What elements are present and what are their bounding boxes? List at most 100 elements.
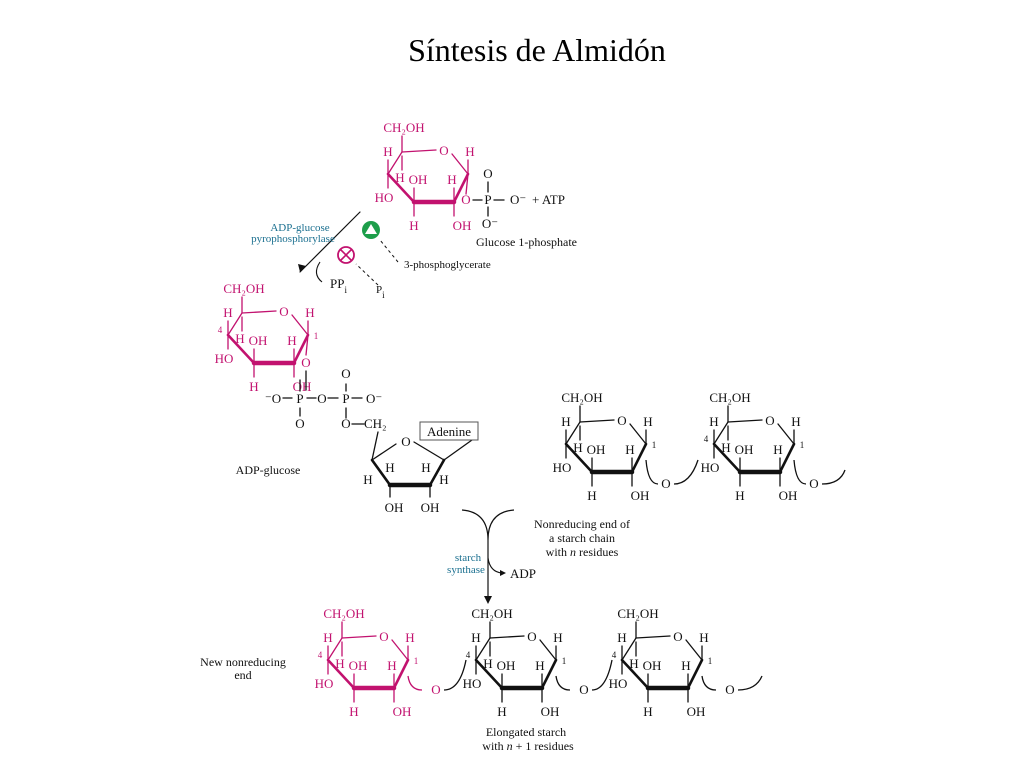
carbon-number: 4 <box>704 434 709 444</box>
bond-line <box>727 419 763 423</box>
atom-label: + ATP <box>532 192 565 207</box>
caption-part: P <box>376 284 382 296</box>
glycosidic-bond <box>407 675 423 691</box>
ch2oh-group: CH₂OH <box>561 390 602 405</box>
triangle-glyph <box>365 224 377 234</box>
chain-continuation <box>821 469 846 485</box>
bold-bond <box>370 458 392 487</box>
bond-line <box>635 635 671 639</box>
ring-oxygen: O <box>279 304 288 319</box>
atom-label: H <box>629 656 638 671</box>
enzyme-label: ADP-glucose <box>270 222 329 234</box>
bond-line <box>305 334 309 356</box>
atom-label: OH <box>249 333 268 348</box>
ch2oh-group: CH₂OH <box>323 606 364 621</box>
bold-bond <box>452 172 470 204</box>
ppi-release-arrow <box>315 261 323 283</box>
atom-label: H <box>625 442 634 457</box>
bold-bond <box>564 442 594 474</box>
carbon-number: 4 <box>318 650 323 660</box>
cross-glyph <box>340 249 352 261</box>
activator-label: 3-phosphoglycerate <box>404 259 491 271</box>
activation-dashed-arrow <box>379 239 399 263</box>
bond-line <box>777 423 795 445</box>
atom-label: O⁻ <box>366 391 382 406</box>
caption-part: with <box>482 739 506 753</box>
new-end-caption: end <box>234 668 251 682</box>
atom-label: H <box>223 305 232 320</box>
ring-oxygen: O <box>379 629 388 644</box>
adp-label: ADP <box>510 566 536 581</box>
phosphorus: P <box>296 391 303 406</box>
atom-label: HO <box>315 676 334 691</box>
glycosidic-bond <box>793 459 807 485</box>
bold-bond <box>392 658 410 690</box>
atom-label: O <box>341 416 350 431</box>
enzyme-label: pyrophosphorylase <box>251 233 335 245</box>
atom-label: OH <box>293 379 312 394</box>
glycosidic-oxygen: O <box>809 476 818 491</box>
atom-label: H <box>535 658 544 673</box>
ch2oh-group: CH₂OH <box>383 120 424 135</box>
arrowhead <box>484 596 492 604</box>
atom-label: H <box>643 414 652 429</box>
red-cross-circle-icon <box>337 246 355 264</box>
new-end-caption: New nonreducing <box>200 655 286 669</box>
atom-label: H <box>385 460 394 475</box>
atom-label: H <box>709 414 718 429</box>
caption-part: + 1 residues <box>513 739 574 753</box>
ch2oh-group: CH₂OH <box>471 606 512 621</box>
nonreducing-caption: a starch chain <box>549 531 615 545</box>
bond-line <box>443 439 473 461</box>
atom-label: OH <box>393 704 412 719</box>
adp-release-arrow <box>487 557 503 574</box>
bond-line <box>291 314 309 336</box>
atom-label: H <box>323 630 332 645</box>
atom-label: OH <box>687 704 706 719</box>
bold-bond <box>226 333 256 365</box>
carbon-number: 1 <box>708 656 713 666</box>
ch2oh-group: CH₂OH <box>709 390 750 405</box>
enzyme-label: starch <box>455 552 482 564</box>
bond-line <box>685 639 703 661</box>
ppi-label: PPi <box>330 276 347 295</box>
bold-bond <box>474 658 504 690</box>
bond-line <box>391 639 409 661</box>
bond-line <box>451 153 469 175</box>
atom-label: H <box>735 488 744 503</box>
atom-label: H <box>791 414 800 429</box>
bold-bond <box>428 458 446 487</box>
adenine-label: Adenine <box>427 424 471 439</box>
atom-label: O⁻ <box>510 192 526 207</box>
bold-bond <box>540 658 558 690</box>
carbon-number: 1 <box>314 331 319 341</box>
bond-line <box>629 423 647 445</box>
ring-oxygen: O <box>401 434 410 449</box>
atom-label: H <box>387 658 396 673</box>
atom-label: H <box>483 656 492 671</box>
bond-line <box>565 421 581 445</box>
glycosidic-bond <box>645 459 659 485</box>
bond-line <box>465 173 469 195</box>
glycosidic-oxygen: O <box>725 682 734 697</box>
ring-oxygen: O <box>765 413 774 428</box>
carbon-number: 1 <box>562 656 567 666</box>
glycosidic-bond <box>673 459 699 485</box>
atom-label: H <box>405 630 414 645</box>
caption-part: with <box>546 545 570 559</box>
nonreducing-caption: with n residues <box>546 545 619 559</box>
caption-part: PP <box>330 276 344 291</box>
glucose-1-phosphate-label: Glucose 1-phosphate <box>476 235 577 249</box>
bold-bond <box>326 658 356 690</box>
atom-label: H <box>335 656 344 671</box>
atom-label: H <box>421 460 430 475</box>
bold-bond <box>386 172 416 204</box>
atom-label: O <box>461 192 470 207</box>
atom-label: O <box>483 166 492 181</box>
atom-label: OH <box>409 172 428 187</box>
